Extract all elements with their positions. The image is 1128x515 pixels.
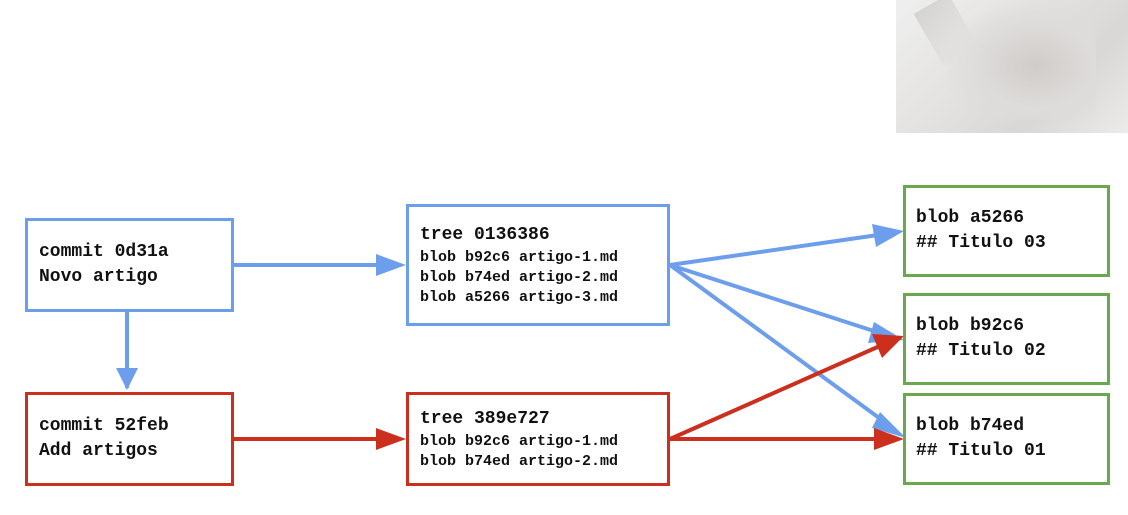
arrowhead bbox=[116, 368, 138, 390]
webcam-thumbnail bbox=[896, 0, 1128, 133]
blob-node-b92c6: blob b92c6 ## Titulo 02 bbox=[903, 293, 1110, 385]
edge-tree-0136386-to-blob-b92c6 bbox=[669, 263, 881, 335]
commit-message: Add artigos bbox=[39, 441, 158, 461]
commit-id: commit 0d31a bbox=[39, 242, 169, 262]
blob-content: ## Titulo 01 bbox=[916, 441, 1046, 461]
tree-entry: blob b74ed artigo-2.md bbox=[420, 452, 619, 470]
blob-id: blob b92c6 bbox=[916, 316, 1025, 336]
tree-entry: blob b92c6 artigo-1.md bbox=[420, 432, 619, 450]
edge-tree-389e727-to-blob-b92c6 bbox=[669, 343, 883, 441]
blob-node-a5266: blob a5266 ## Titulo 03 bbox=[903, 185, 1110, 277]
arrowhead bbox=[872, 334, 904, 358]
tree-node-389e727: tree 389e727 blob b92c6 artigo-1.md blob… bbox=[406, 392, 670, 486]
arrowhead bbox=[874, 428, 904, 450]
commit-message: Novo artigo bbox=[39, 267, 158, 287]
tree-entry: blob a5266 artigo-3.md bbox=[420, 288, 619, 306]
arrowhead bbox=[376, 254, 406, 276]
arrowhead bbox=[872, 412, 906, 438]
tree-header: tree 0136386 bbox=[420, 224, 550, 245]
blob-content: ## Titulo 02 bbox=[916, 341, 1046, 361]
blob-id: blob b74ed bbox=[916, 416, 1025, 436]
tree-entry: blob b92c6 artigo-1.md bbox=[420, 248, 619, 266]
edge-tree-0136386-to-blob-a5266 bbox=[669, 233, 879, 267]
arrowhead bbox=[376, 428, 406, 450]
tree-entry: blob b74ed artigo-2.md bbox=[420, 268, 619, 286]
arrowhead bbox=[872, 224, 904, 247]
blob-id: blob a5266 bbox=[916, 208, 1025, 228]
edge-tree-0136386-to-blob-b74ed bbox=[668, 263, 888, 425]
tree-header: tree 389e727 bbox=[420, 408, 550, 429]
tree-node-0136386: tree 0136386 blob b92c6 artigo-1.md blob… bbox=[406, 204, 670, 326]
commit-node-0d31a: commit 0d31a Novo artigo bbox=[25, 218, 234, 312]
commit-node-52feb: commit 52feb Add artigos bbox=[25, 392, 234, 486]
commit-id: commit 52feb bbox=[39, 416, 169, 436]
blob-node-b74ed: blob b74ed ## Titulo 01 bbox=[903, 393, 1110, 485]
blob-content: ## Titulo 03 bbox=[916, 233, 1046, 253]
